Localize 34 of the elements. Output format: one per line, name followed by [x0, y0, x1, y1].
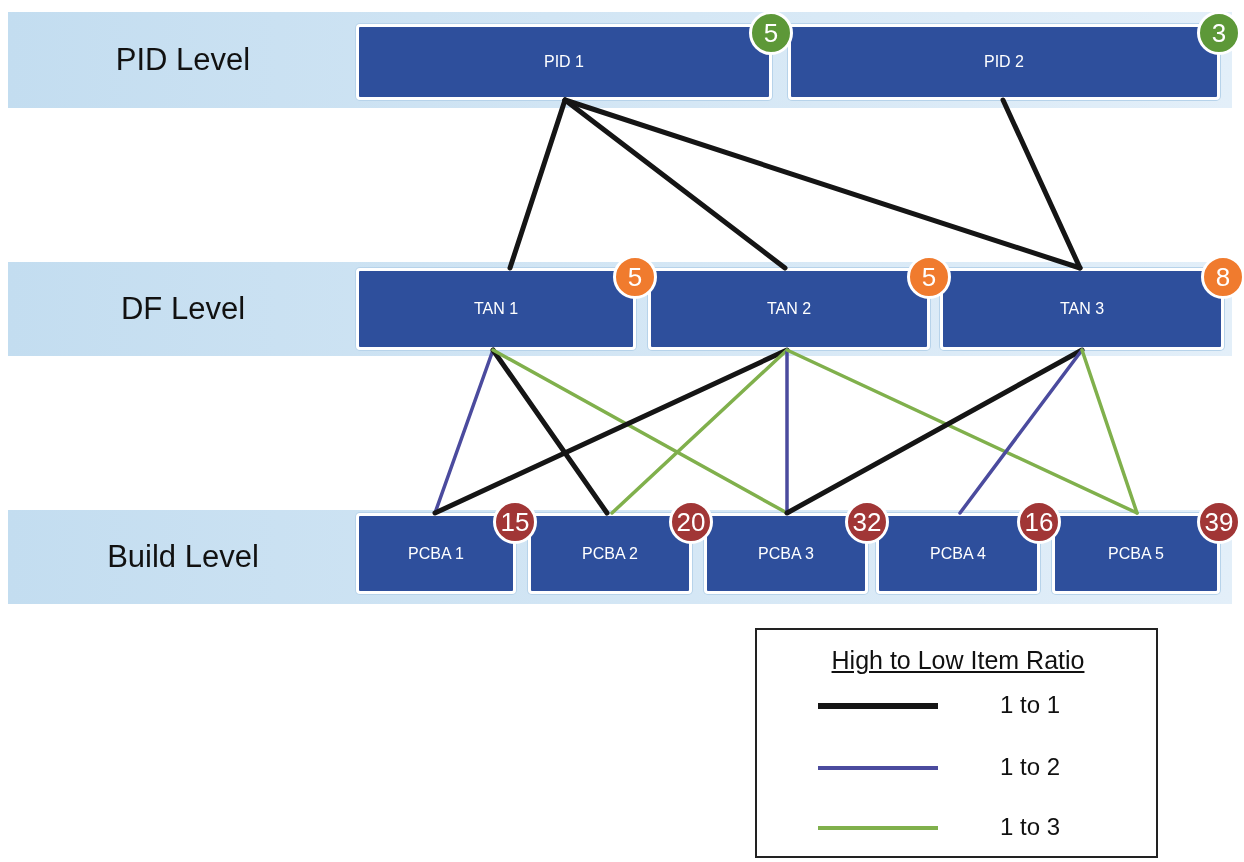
level-label: DF Level	[119, 290, 246, 328]
count-badge: 5	[749, 11, 793, 55]
count-badge: 5	[613, 255, 657, 299]
connector-line	[432, 347, 790, 516]
count-badge: 5	[907, 255, 951, 299]
count-badge: 39	[1197, 500, 1241, 544]
item-label: TAN 2	[766, 300, 812, 318]
item-label: PCBA 4	[930, 544, 986, 563]
legend-label: 1 to 3	[1000, 813, 1061, 841]
count-badge: 32	[845, 500, 889, 544]
item-label: PCBA 2	[582, 544, 638, 563]
legend-label: 1 to 1	[1000, 691, 1061, 719]
count-badge: 16	[1017, 500, 1061, 544]
item-label: PID 1	[544, 53, 584, 71]
item-label: PID 2	[984, 53, 1024, 71]
connector-line	[490, 347, 610, 516]
legend-label: 1 to 2	[1000, 753, 1061, 781]
item-label: PCBA 3	[758, 544, 814, 563]
item-label: TAN 3	[1059, 300, 1105, 318]
connector-line	[784, 347, 1085, 516]
count-badge: 8	[1201, 255, 1244, 299]
count-badge: 20	[669, 500, 713, 544]
count-badge: 3	[1197, 11, 1241, 55]
item-label: PCBA 5	[1108, 544, 1164, 563]
connector-line	[1000, 97, 1083, 271]
level-label: Build Level	[106, 538, 260, 576]
connector-line	[562, 97, 788, 271]
level-label: PID Level	[114, 41, 252, 79]
item-label: TAN 1	[473, 300, 519, 318]
item-label: PCBA 1	[408, 544, 464, 563]
count-badge: 15	[493, 500, 537, 544]
connector-line	[958, 348, 1084, 515]
connector-line	[1080, 348, 1139, 515]
legend-title: High to Low Item Ratio	[830, 646, 1086, 675]
